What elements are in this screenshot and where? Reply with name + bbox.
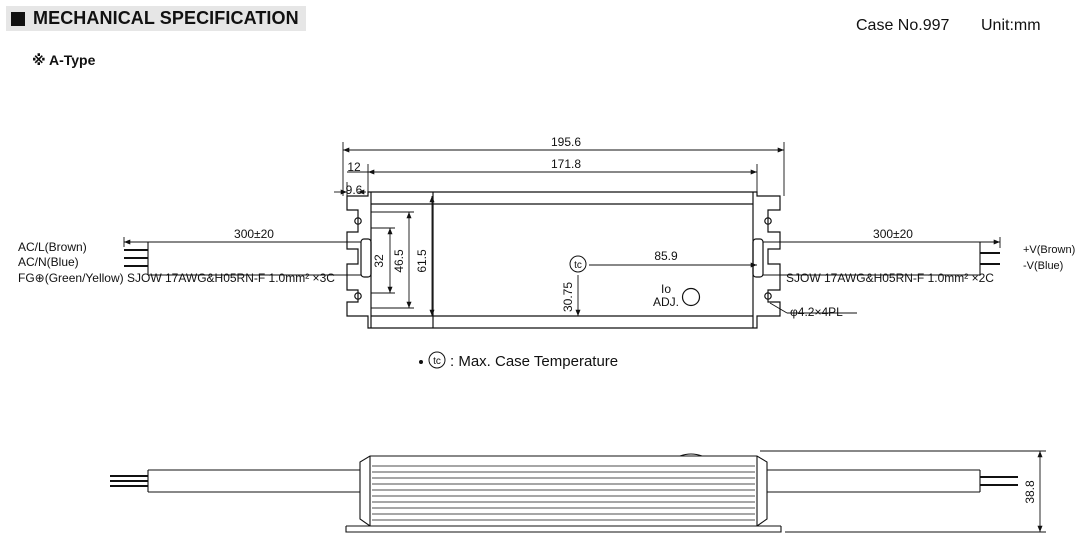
tc-legend: tc : Max. Case Temperature: [419, 351, 618, 370]
input-label-n: AC/N(Blue): [18, 255, 79, 269]
svg-text:ADJ.: ADJ.: [653, 295, 679, 309]
side-view: [110, 453, 1018, 533]
header-square-icon: [11, 11, 25, 26]
section-title: MECHANICAL SPECIFICATION: [33, 8, 299, 28]
output-cable-length: 300±20: [873, 227, 913, 241]
case-number: Case No.997: [856, 17, 950, 34]
input-cable-length: 300±20: [234, 227, 274, 241]
dim-height: 38.8: [1023, 480, 1037, 504]
dim-body-length: 171.8: [551, 157, 581, 171]
dim-overall-length: 195.6: [551, 135, 581, 149]
dim-flange: 12: [347, 160, 361, 174]
legend-text: : Max. Case Temperature: [450, 353, 618, 370]
output-label-pos: +V(Brown): [1023, 244, 1075, 256]
io-adjust: Io ADJ.: [653, 282, 701, 309]
output-gland: [752, 238, 764, 278]
svg-text:tc: tc: [574, 260, 582, 271]
dim-hole-offset: 9.6: [346, 183, 363, 197]
type-subtitle: ※ A-Type: [32, 52, 96, 68]
input-label-fg: FG⊕(Green/Yellow) SJOW 17AWG&H05RN-F 1.0…: [18, 271, 335, 285]
flange-outline: [346, 191, 781, 329]
dim-hole-spacing-h: 32: [372, 254, 386, 268]
section-header: MECHANICAL SPECIFICATION: [6, 6, 306, 31]
dim-tc-edge: 85.9: [654, 249, 678, 263]
dim-tc-bottom: 30.75: [561, 282, 575, 312]
svg-text:tc: tc: [433, 356, 441, 367]
output-cable-spec: SJOW 17AWG&H05RN-F 1.0mm² ×2C: [786, 271, 994, 285]
tc-marker: tc: [569, 255, 587, 273]
input-gland: [360, 238, 372, 278]
hole-spec: φ4.2×4PL: [790, 305, 843, 319]
svg-text:Io: Io: [661, 282, 671, 296]
input-label-l: AC/L(Brown): [18, 240, 87, 254]
output-label-neg: -V(Blue): [1023, 260, 1063, 272]
unit-label: Unit:mm: [981, 17, 1041, 34]
dim-body-width: 61.5: [415, 249, 429, 273]
dim-hole-spacing-v: 46.5: [392, 249, 406, 273]
